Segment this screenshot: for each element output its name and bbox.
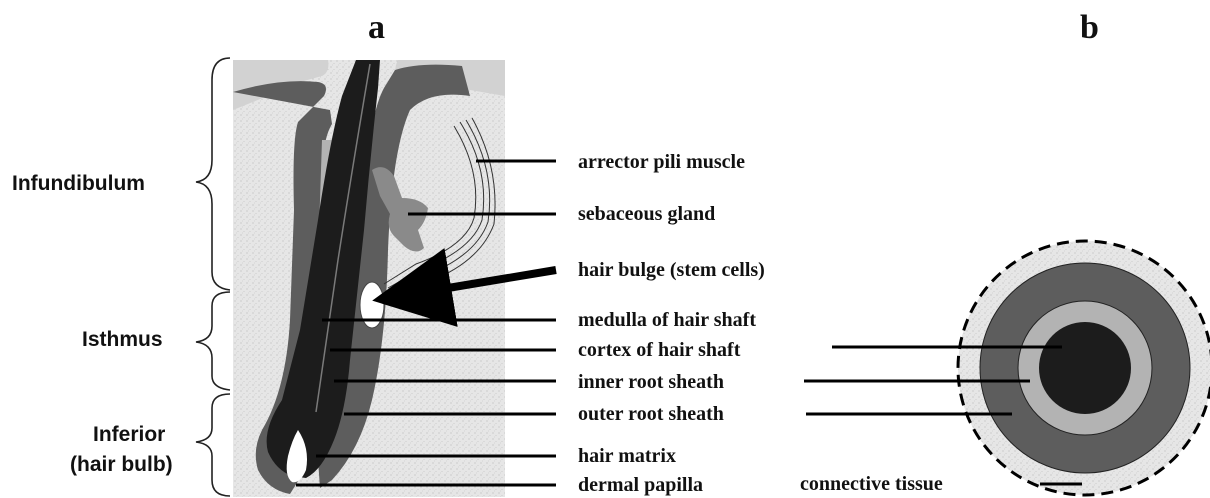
cross-hair-shaft [1039, 322, 1131, 414]
brace-isthmus [196, 292, 230, 390]
brace-infundibulum [196, 58, 230, 290]
label-medulla: medulla of hair shaft [578, 309, 756, 331]
brace-inferior [196, 394, 230, 496]
label-inner-root-sheath: inner root sheath [578, 371, 724, 393]
label-hair-matrix: hair matrix [578, 445, 676, 467]
follicle-section [233, 60, 505, 497]
label-inferior: Inferior [93, 423, 165, 446]
label-dermal-papilla: dermal papilla [578, 474, 703, 496]
label-hair-bulge: hair bulge (stem cells) [578, 259, 765, 281]
region-braces [196, 58, 230, 496]
label-sebaceous-gland: sebaceous gland [578, 203, 715, 225]
label-cortex: cortex of hair shaft [578, 339, 741, 361]
label-hair-bulb: (hair bulb) [70, 453, 173, 476]
follicle-cross-section [958, 241, 1210, 495]
label-infundibulum: Infundibulum [12, 172, 145, 195]
label-isthmus: Isthmus [82, 328, 163, 351]
label-outer-root-sheath: outer root sheath [578, 403, 724, 425]
panel-letter-a: a [368, 9, 385, 46]
label-arrector-pili-muscle: arrector pili muscle [578, 151, 745, 173]
panel-letter-b: b [1080, 9, 1099, 46]
label-connective-tissue: connective tissue [800, 473, 943, 495]
